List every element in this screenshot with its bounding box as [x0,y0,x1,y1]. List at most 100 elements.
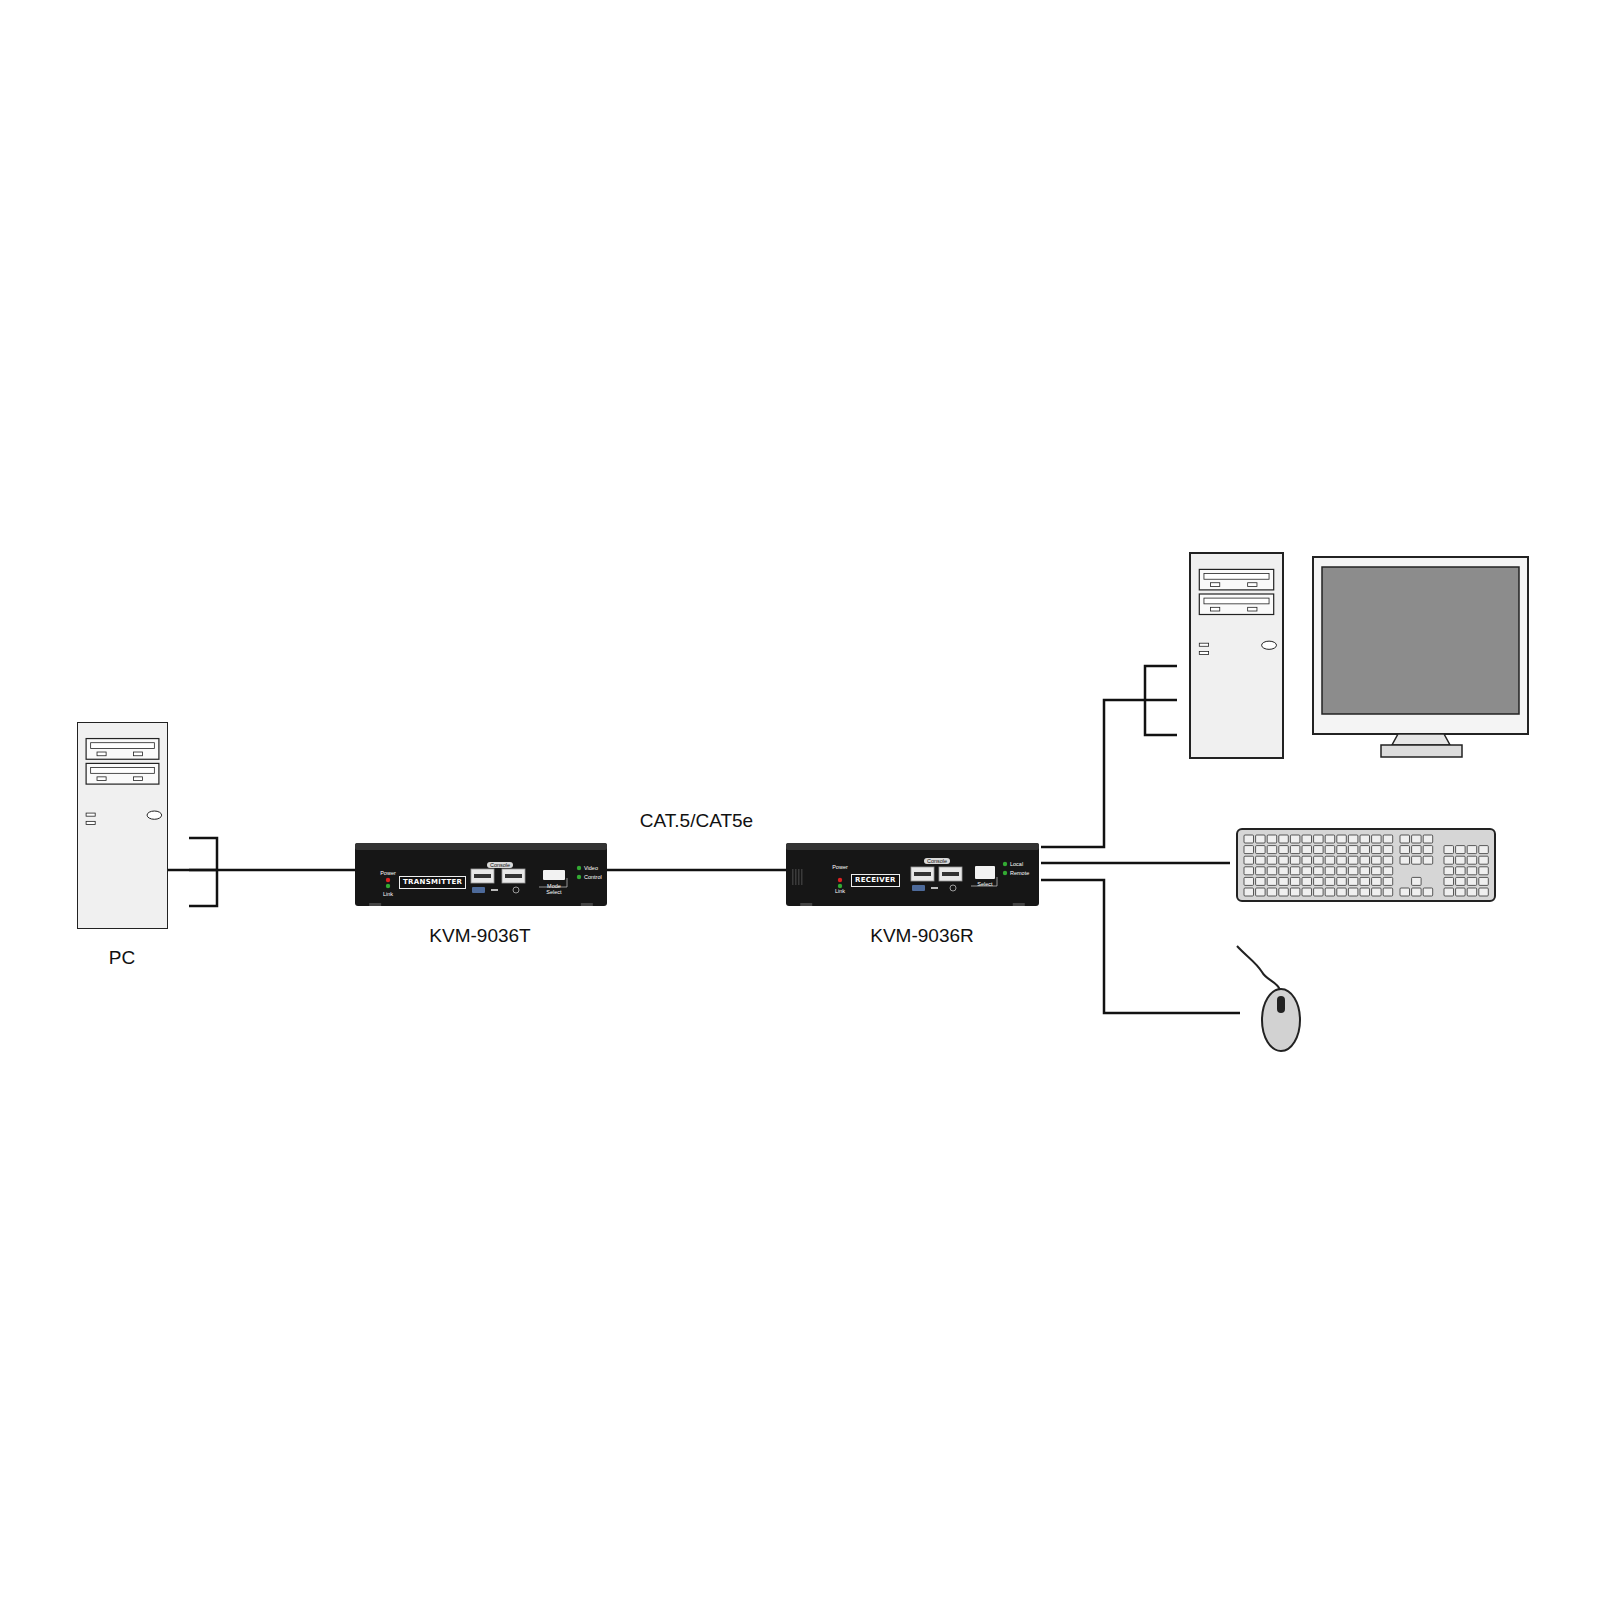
key [1479,846,1489,854]
key [1360,856,1370,864]
drive-slot [1204,574,1269,580]
key [1400,888,1410,896]
cable-connector [168,869,355,872]
extender-box: RECEIVERKVM-9036R [786,843,1039,906]
model-label: PC [109,947,135,969]
port-icon [950,885,956,891]
key [1267,835,1277,843]
key [1383,856,1393,864]
key [1383,888,1393,896]
monitor [1313,557,1528,757]
drive-button [133,752,142,756]
key [1444,856,1454,864]
wires [189,666,1240,1013]
device-shape [355,843,607,906]
drive-button [1248,607,1257,611]
key [1412,888,1422,896]
key [1456,856,1466,864]
monitor-bezel [1313,557,1528,734]
tower-case [77,722,168,929]
key [1348,835,1358,843]
key [1325,888,1335,896]
key [1412,856,1422,864]
tower-vent [1199,651,1208,654]
usb-port [939,867,962,881]
device-foot [800,903,812,906]
drive-bay [86,739,159,760]
drive-bay [86,763,159,784]
status-led [577,866,581,870]
key [1244,877,1254,885]
computer-tower [1190,553,1283,758]
key [1348,846,1358,854]
usb-slot [942,872,959,876]
key [1314,846,1324,854]
key [1444,867,1454,875]
device-foot [1013,903,1025,906]
usb-port [471,869,494,883]
key [1314,867,1324,875]
key [1412,877,1422,885]
key [1337,867,1347,875]
device-name: RECEIVER [851,874,900,887]
key [1279,867,1289,875]
key [1479,877,1489,885]
key [1279,877,1289,885]
key [1337,877,1347,885]
key [1256,835,1266,843]
device-body [355,843,607,906]
key [1348,856,1358,864]
status-led [1003,871,1007,875]
key [1290,888,1300,896]
power-led [838,878,842,882]
key [1423,888,1433,896]
key [1244,835,1254,843]
drive-slot [1204,598,1269,604]
computer-node: PC [77,722,168,929]
key [1267,846,1277,854]
tower-vent [1199,643,1208,646]
key [1423,856,1433,864]
key [1302,867,1312,875]
drive-button [1248,583,1257,587]
device-shape [786,843,1039,906]
key [1256,867,1266,875]
status-led [577,875,581,879]
status-led [1003,862,1007,866]
key [1360,835,1370,843]
key [1383,835,1393,843]
mouse-cord [1237,946,1280,990]
port-icon [491,889,498,891]
keyboard [1237,829,1495,901]
key [1467,846,1477,854]
key [1267,877,1277,885]
key [1348,877,1358,885]
port-icon [472,887,485,893]
key [1479,867,1489,875]
key [1372,867,1382,875]
vent-slot [795,869,797,885]
keyboard-body [1237,829,1495,901]
key [1479,856,1489,864]
key [1325,877,1335,885]
key [1325,856,1335,864]
vent-slot [801,869,803,885]
cable-bracket [1145,666,1177,735]
key [1256,856,1266,864]
key [1290,846,1300,854]
drive-button [1210,583,1219,587]
cable [1041,700,1145,847]
usb-slot [505,874,522,878]
key [1423,846,1433,854]
key [1337,888,1347,896]
usb-slot [914,872,931,876]
key [1267,856,1277,864]
mouse [1237,946,1300,1051]
power-led [386,878,390,882]
key [1372,846,1382,854]
cable [1041,862,1230,865]
key [1444,846,1454,854]
key [1456,867,1466,875]
vent-slot [792,869,794,885]
drive-button [97,752,106,756]
